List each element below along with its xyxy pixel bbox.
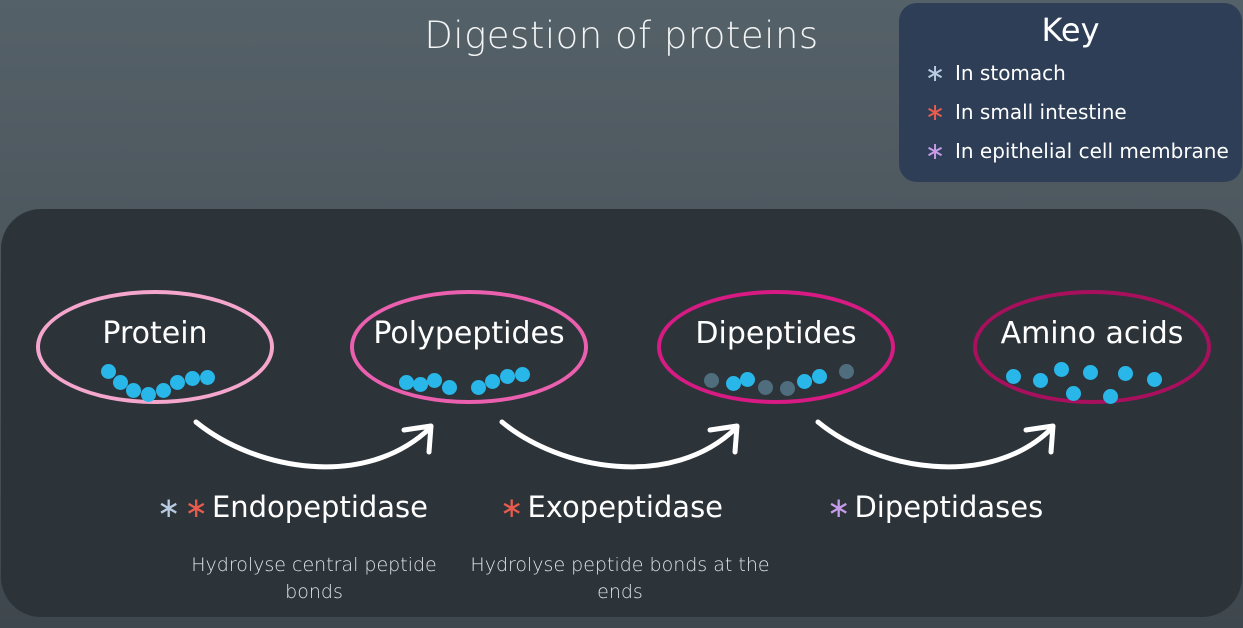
stage-label: Polypeptides (373, 316, 565, 351)
amino-acid-dot (170, 375, 185, 390)
amino-acid-dot (185, 371, 200, 386)
stage-protein: Protein (36, 290, 274, 404)
stage-label: Dipeptides (695, 316, 857, 351)
amino-acid-dot (156, 383, 171, 398)
amino-acid-dot (704, 373, 719, 388)
arrowhead (1023, 423, 1056, 455)
amino-acid-dot (515, 367, 530, 382)
key-item-epithelial-membrane: ∗ In epithelial cell membrane (925, 131, 1242, 170)
arrow-protein-to-polypeptides (193, 419, 433, 470)
amino-acid-dot (797, 374, 812, 389)
asterisk-icon: ∗ (157, 490, 181, 524)
stage-dipeptides: Dipeptides (657, 290, 895, 404)
asterisk-icon: ∗ (184, 490, 208, 524)
amino-acid-dot (471, 380, 486, 395)
endopeptidase-description: Hydrolyse central peptide bonds (191, 554, 437, 603)
key-legend: Key ∗ In stomach ∗ In small intestine ∗ … (899, 3, 1242, 182)
enzyme-dipeptidases: ∗ Dipeptidases (827, 490, 1043, 524)
amino-acid-dot (200, 370, 215, 385)
digestion-panel (1, 209, 1242, 617)
amino-acid-dot (839, 364, 854, 379)
amino-acid-dot (1147, 372, 1162, 387)
amino-acid-dot (1118, 366, 1133, 381)
asterisk-icon: ∗ (500, 490, 524, 524)
enzyme-name: Dipeptidases (854, 490, 1044, 524)
asterisk-icon: ∗ (827, 490, 851, 524)
key-title: Key (1041, 11, 1100, 49)
amino-acid-dot (1103, 389, 1118, 404)
amino-acid-dot (442, 380, 457, 395)
amino-acid-dot (1083, 365, 1098, 380)
amino-acid-dot (812, 369, 827, 384)
amino-acid-dot (399, 375, 414, 390)
stage-polypeptides: Polypeptides (350, 290, 588, 404)
enzyme-exopeptidase: ∗ Exopeptidase (500, 490, 723, 524)
amino-acid-dot (740, 372, 755, 387)
amino-acid-dot (780, 381, 795, 396)
amino-acid-dot (427, 373, 442, 388)
amino-acid-dot (1033, 373, 1048, 388)
amino-acid-dot (758, 380, 773, 395)
arrow-dipeptides-to-amino-acids (815, 419, 1055, 470)
arrowhead (707, 423, 740, 455)
stage-label: Protein (102, 316, 208, 351)
diagram-title: Digestion of proteins (424, 14, 819, 57)
amino-acid-dot (1066, 386, 1081, 401)
arrowhead (401, 423, 434, 455)
amino-acid-dot (413, 377, 428, 392)
asterisk-icon: ∗ (925, 58, 946, 87)
exopeptidase-description: Hydrolyse peptide bonds at the ends (470, 554, 770, 603)
key-item-label: In epithelial cell membrane (955, 138, 1229, 163)
key-item-small-intestine: ∗ In small intestine (925, 92, 1242, 131)
stage-amino-acids: Amino acids (973, 290, 1211, 404)
amino-acid-dot (141, 387, 156, 402)
amino-acid-dot (113, 375, 128, 390)
key-item-stomach: ∗ In stomach (925, 53, 1242, 92)
amino-acid-dot (126, 383, 141, 398)
key-item-label: In small intestine (955, 99, 1127, 124)
amino-acid-dot (485, 374, 500, 389)
amino-acid-dot (1006, 369, 1021, 384)
stage-label: Amino acids (1000, 316, 1184, 351)
amino-acid-dot (500, 369, 515, 384)
enzyme-name: Exopeptidase (527, 490, 724, 524)
amino-acid-dot (101, 364, 116, 379)
asterisk-icon: ∗ (925, 97, 946, 126)
arrow-polypeptides-to-dipeptides (499, 419, 739, 470)
key-item-label: In stomach (955, 60, 1066, 85)
asterisk-icon: ∗ (925, 136, 946, 165)
enzyme-name: Endopeptidase (211, 490, 429, 524)
amino-acid-dot (726, 376, 741, 391)
enzyme-endopeptidase: ∗ ∗ Endopeptidase (157, 490, 428, 524)
amino-acid-dot (1054, 362, 1069, 377)
